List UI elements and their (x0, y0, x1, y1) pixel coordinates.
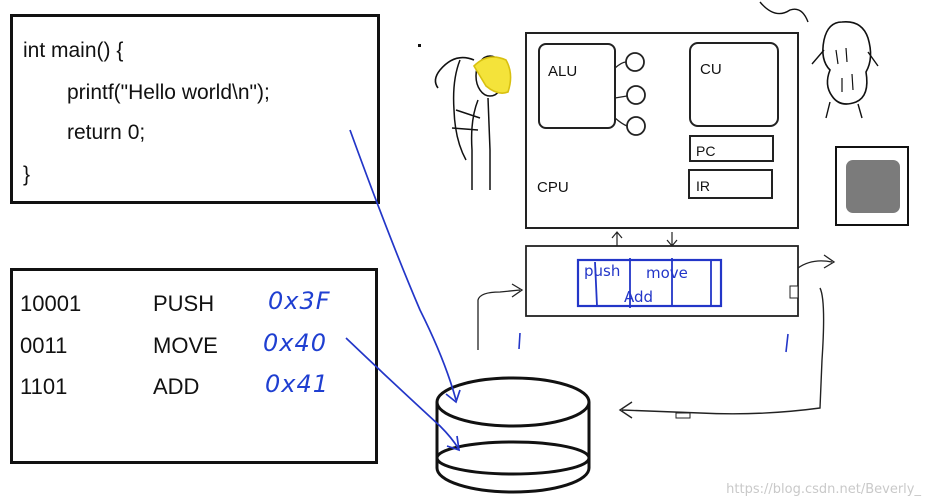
machine-code-op-3: ADD (153, 374, 200, 399)
source-code-box: int main() { printf("Hello world\n"); re… (10, 14, 380, 204)
code-line-4: } (23, 163, 31, 186)
machine-code-hex-3: 0x41 (265, 370, 330, 398)
machine-code-hex-2: 0x40 (263, 329, 328, 357)
memory-cell-push: push (584, 262, 621, 280)
alu-label: ALU (548, 63, 578, 80)
peanut-figure-antenna (759, 1, 809, 23)
memory-cell-move: move (646, 264, 688, 282)
pc-label: PC (696, 143, 716, 159)
stick-figure-left (434, 56, 475, 89)
watermark: https://blog.csdn.net/Beverly_ (726, 482, 921, 497)
alu-register-1 (625, 52, 645, 72)
compile-arrow (349, 129, 461, 404)
disk-top (435, 376, 591, 428)
cpu-label: CPU (537, 179, 569, 196)
ir-label: IR (696, 178, 710, 194)
disk-bottom (435, 467, 591, 494)
memory-output-arrow (797, 254, 836, 269)
machine-code-box: 10001 PUSH 0x3F 0011 MOVE 0x40 1101 ADD … (10, 268, 378, 464)
memory-cell-add: Add (624, 288, 654, 306)
cu-box (689, 42, 779, 127)
memory-to-disk-arrow (618, 287, 825, 419)
machine-code-addr-2: 0011 (20, 333, 68, 358)
pc-register (689, 135, 774, 162)
machine-code-hex-1: 0x3F (268, 287, 331, 315)
machine-code-op-1: PUSH (153, 291, 215, 316)
memory-instruction-region (576, 258, 723, 308)
disk-band (435, 440, 591, 476)
ir-register (688, 169, 773, 199)
code-line-2: printf("Hello world\n"); (67, 81, 270, 104)
machine-code-addr-1: 10001 (20, 291, 82, 316)
cu-label: CU (700, 61, 722, 78)
machine-code-op-2: MOVE (153, 333, 218, 358)
hat-icon (472, 56, 512, 94)
machine-code-addr-3: 1101 (20, 374, 68, 399)
disk-to-memory-arrow (477, 283, 524, 350)
memory-box (525, 245, 799, 317)
store-arrow (345, 337, 461, 452)
code-line-3: return 0; (67, 121, 146, 144)
alu-box (538, 43, 616, 129)
cpu-write-arrow (666, 232, 678, 247)
alu-register-3 (626, 116, 646, 136)
cpu-read-arrow (611, 231, 623, 246)
code-line-1: int main() { (23, 39, 124, 62)
alu-register-2 (626, 85, 646, 105)
monitor-screen (846, 160, 900, 213)
peanut-figure (822, 21, 872, 105)
